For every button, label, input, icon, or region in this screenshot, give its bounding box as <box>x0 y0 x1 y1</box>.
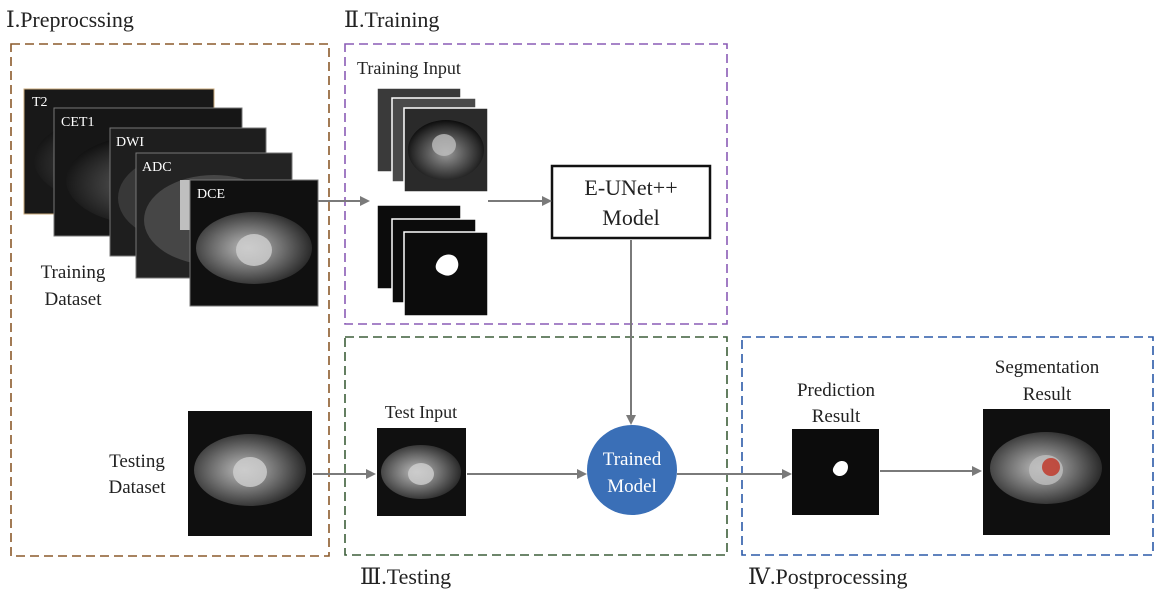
testing-dataset-label-line1: Testing <box>109 451 165 472</box>
trained-model-node: Trained Model <box>587 425 677 515</box>
test-input-image <box>377 428 466 516</box>
segmentation-result-line1: Segmentation <box>995 357 1100 378</box>
training-dataset-label-line1: Training <box>41 262 106 283</box>
mri-slice-dce: DCE <box>189 179 319 307</box>
flow-arrows <box>313 196 982 479</box>
testing-title: Ⅲ.Testing <box>360 564 451 589</box>
segmentation-result-line2: Result <box>1023 384 1072 405</box>
postprocessing-title: Ⅳ.Postprocessing <box>748 564 907 589</box>
sequence-label-t2: T2 <box>32 95 48 110</box>
segmentation-overlay <box>1042 458 1060 476</box>
sequence-label-adc: ADC <box>142 160 172 175</box>
eunet-model-line2: Model <box>602 205 659 230</box>
preprocessing-box <box>10 43 330 557</box>
prediction-result-line2: Result <box>812 406 861 427</box>
test-input-label: Test Input <box>385 402 457 422</box>
sequence-label-dce: DCE <box>197 187 225 202</box>
mri-sequence-stack: T2 CET1 DWI ADC DCE <box>23 88 319 307</box>
training-input-label: Training Input <box>357 58 461 78</box>
trained-model-line1: Trained <box>603 449 662 470</box>
training-title: Ⅱ.Training <box>344 7 439 32</box>
training-dataset-label-line2: Dataset <box>45 289 103 310</box>
sequence-label-dwi: DWI <box>116 135 144 150</box>
preprocessing-title: Ⅰ.Preprocssing <box>6 7 134 32</box>
training-image-stack <box>376 87 489 193</box>
training-mask-stack <box>376 204 489 317</box>
eunet-model-line1: E-UNet++ <box>584 175 677 200</box>
prediction-mask-image <box>792 429 879 515</box>
training-box <box>344 43 728 325</box>
postprocessing-box <box>741 336 1154 556</box>
testing-dataset-image <box>188 411 312 536</box>
testing-box <box>344 336 728 556</box>
sequence-label-cet1: CET1 <box>61 115 94 130</box>
eunet-model-box: E-UNet++ Model <box>550 164 712 240</box>
testing-dataset-label-line2: Dataset <box>109 477 167 498</box>
prediction-result-line1: Prediction <box>797 380 876 401</box>
prediction-mask-blob <box>832 461 848 477</box>
trained-model-line2: Model <box>607 476 657 497</box>
segmentation-result-image <box>983 409 1110 535</box>
training-mask-blob <box>435 254 459 276</box>
